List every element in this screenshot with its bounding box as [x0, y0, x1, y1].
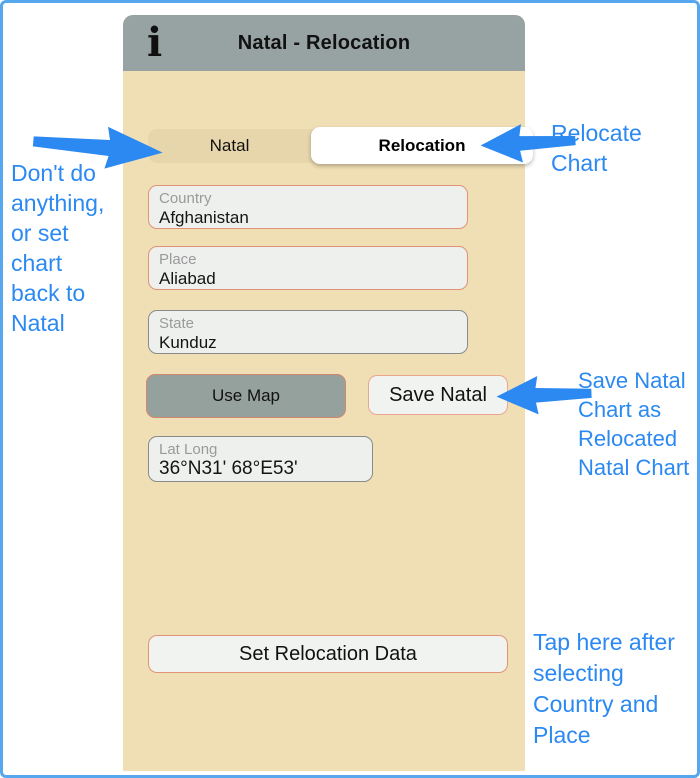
arrow-left-icon [478, 119, 578, 166]
place-value: Aliabad [159, 269, 216, 288]
tab-natal[interactable]: Natal [209, 136, 250, 155]
annotation-tap-note: Tap here after selecting Country and Pla… [533, 629, 675, 748]
annotation-relocate-note: Relocate Chart [551, 120, 642, 176]
annotation-natal-note: Don't do anything, or set chart back to … [11, 160, 105, 336]
state-label: State [159, 315, 195, 332]
lat-long-value: 36°N31' 68°E53' [159, 458, 298, 479]
set-relocation-data-button[interactable]: Set Relocation Data [148, 635, 508, 673]
arrow-right-icon [29, 118, 166, 176]
place-field[interactable]: Place Aliabad [148, 246, 468, 290]
lat-long-label: Lat Long [159, 441, 218, 458]
country-field[interactable]: Country Afghanistan [148, 185, 468, 229]
state-value: Kunduz [159, 333, 217, 352]
annotation-save-note: Save Natal Chart as Relocated Natal Char… [578, 368, 690, 480]
info-icon[interactable]: i [147, 19, 163, 66]
page-title: Natal - Relocation [237, 31, 411, 54]
place-label: Place [159, 251, 197, 268]
app-header: i Natal - Relocation [123, 15, 525, 71]
lat-long-field[interactable]: Lat Long 36°N31' 68°E53' [148, 436, 373, 482]
use-map-button[interactable]: Use Map [146, 374, 346, 418]
country-value: Afghanistan [159, 208, 249, 227]
save-natal-button[interactable]: Save Natal [368, 375, 508, 415]
country-label: Country [159, 190, 212, 207]
natal-relocation-segmented-control: Natal Relocation [148, 127, 533, 164]
state-field[interactable]: State Kunduz [148, 310, 468, 354]
arrow-left-icon [494, 372, 593, 417]
app-panel: i Natal - Relocation Natal Relocation Co… [123, 15, 533, 771]
